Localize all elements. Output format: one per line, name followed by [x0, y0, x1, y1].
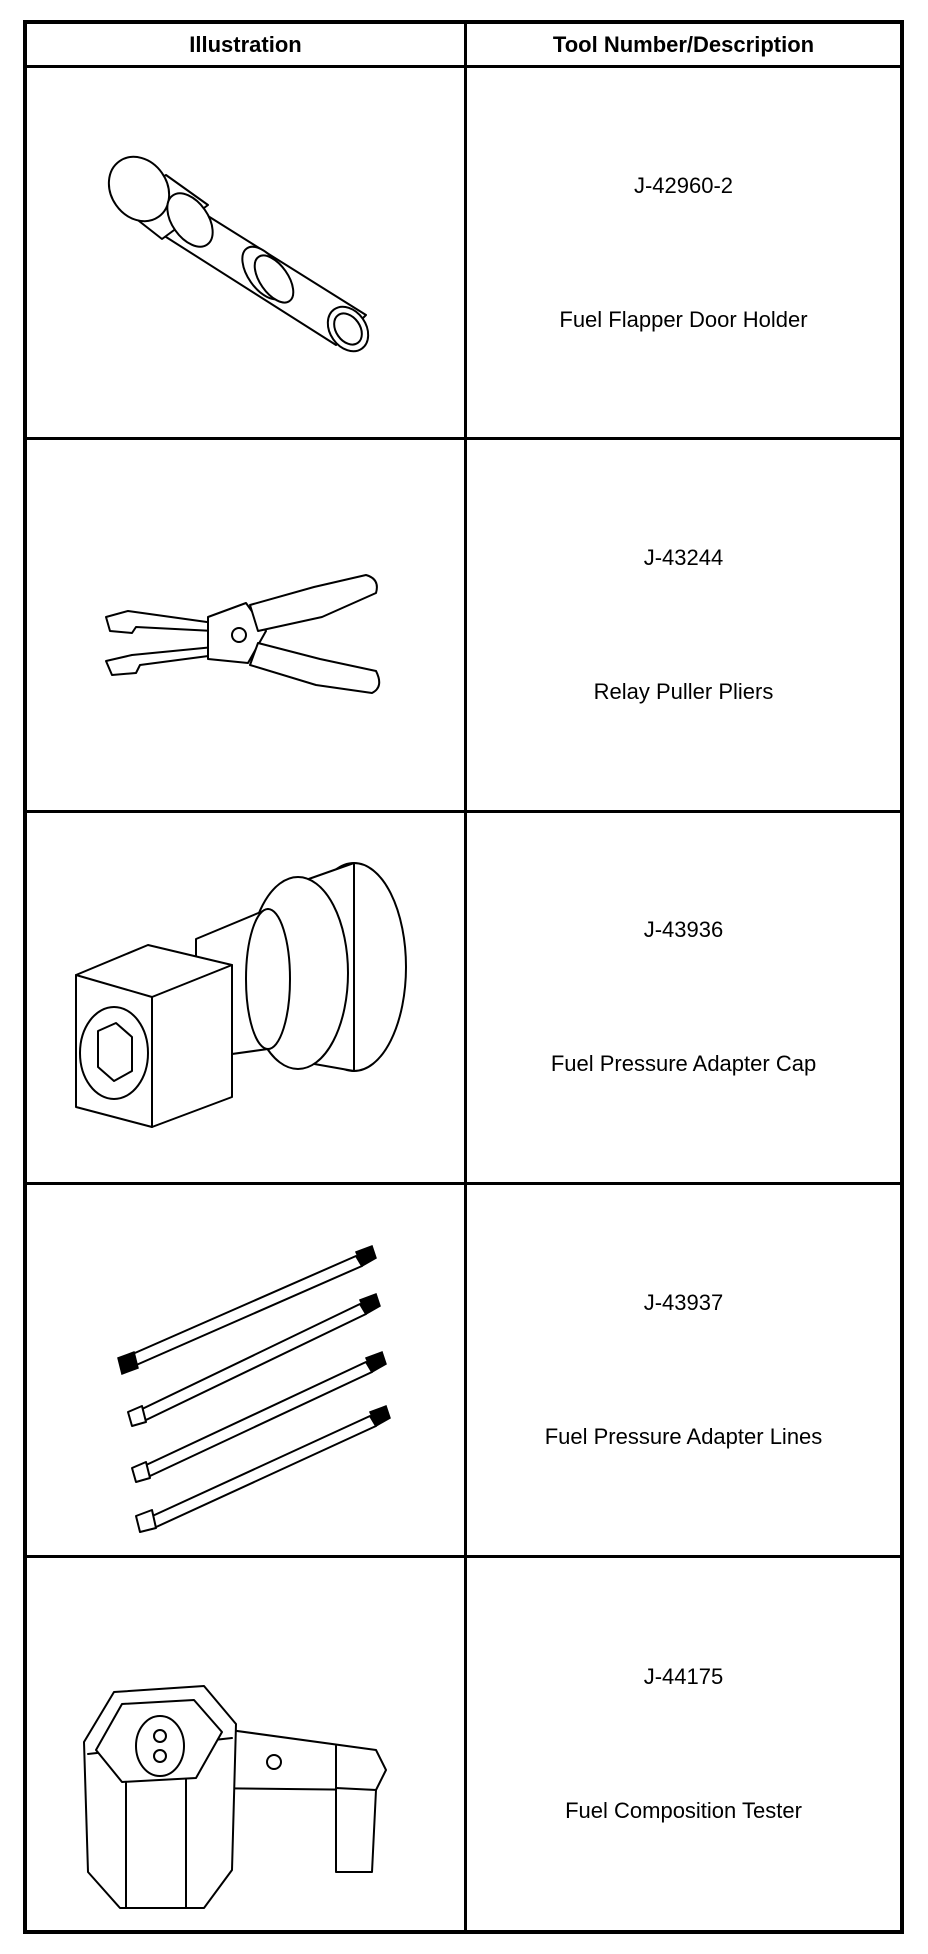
tool-description-cell: J-44175 Fuel Composition Tester: [467, 1558, 900, 1930]
tool-description-cell: J-43244 Relay Puller Pliers: [467, 440, 900, 813]
tool-description-cell: J-43937 Fuel Pressure Adapter Lines: [467, 1185, 900, 1558]
tool-description: Fuel Pressure Adapter Cap: [550, 1051, 817, 1077]
tool-number: J-43937: [643, 1289, 724, 1315]
adapter-lines-icon: [116, 1244, 391, 1533]
adapter-cap-icon: [74, 862, 407, 1129]
illustration-cell: [27, 440, 467, 813]
illustration-cell: [27, 1557, 467, 1930]
tool-description-cell: J-43936 Fuel Pressure Adapter Cap: [467, 813, 900, 1186]
illustration-cell: [27, 812, 467, 1186]
tool-description: Relay Puller Pliers: [593, 679, 774, 705]
tool-description: Fuel Composition Tester: [565, 1797, 802, 1823]
illustration-cell: [27, 68, 467, 441]
flapper-door-holder-icon: [107, 155, 369, 352]
tool-description: Fuel Pressure Adapter Lines: [544, 1423, 823, 1449]
tool-description-cell: J-42960-2 Fuel Flapper Door Holder: [467, 68, 900, 441]
composition-tester-icon: [82, 1684, 387, 1909]
tool-number: J-42960-2: [633, 172, 734, 198]
tool-table: Illustration Tool Number/Description J-4…: [23, 20, 904, 1934]
illustration-cell: [27, 1185, 467, 1558]
tool-description: Fuel Flapper Door Holder: [559, 306, 808, 332]
tool-number: J-44175: [643, 1663, 724, 1689]
header-tool-number-description: Tool Number/Description: [467, 24, 900, 68]
tool-number: J-43936: [643, 917, 724, 943]
relay-puller-pliers-icon: [104, 574, 380, 695]
header-illustration: Illustration: [27, 24, 467, 68]
tool-number: J-43244: [643, 545, 724, 571]
